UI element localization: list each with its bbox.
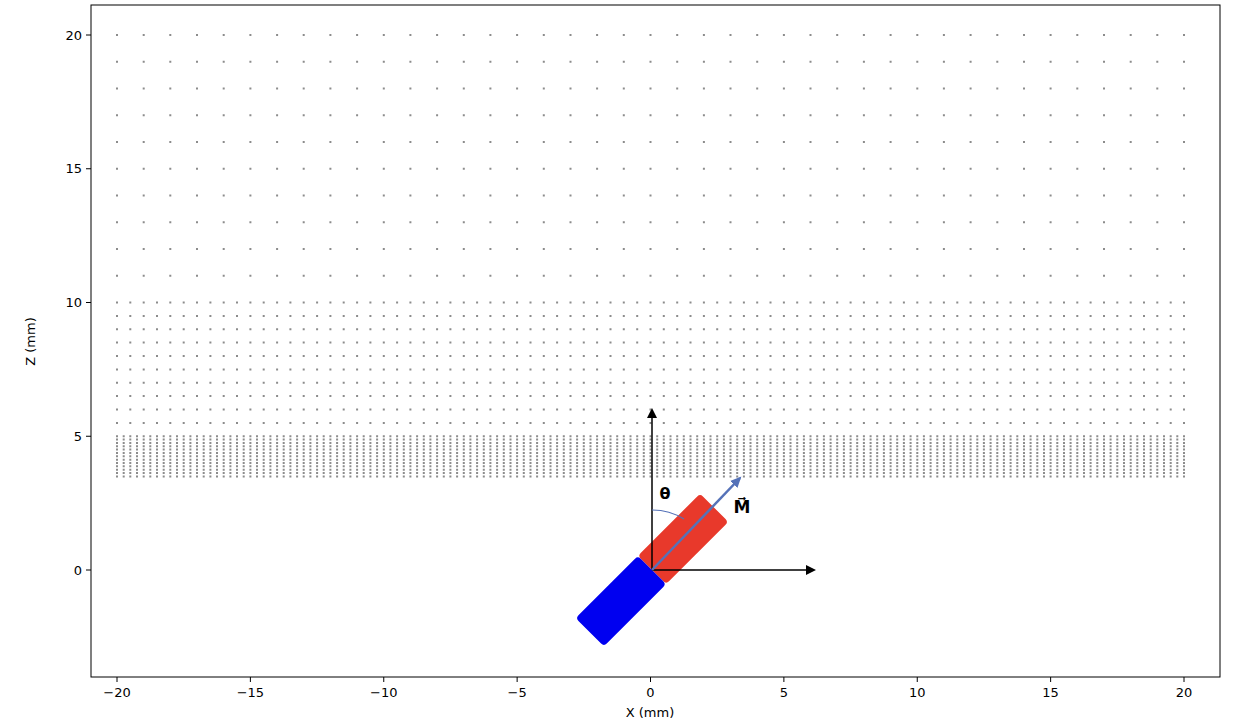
tick-mark (383, 677, 384, 682)
z-tick-label: 20 (65, 29, 82, 42)
z-tick-label: 15 (65, 162, 82, 175)
tick-mark (783, 677, 784, 682)
angle-label: θ (660, 486, 671, 502)
tick-mark (86, 570, 91, 571)
x-axis-arrow (652, 569, 814, 571)
tick-mark (1184, 677, 1185, 682)
axis-ticks (86, 35, 1184, 682)
x-tick-label: 10 (909, 686, 926, 699)
tick-mark (650, 677, 651, 682)
tick-mark (117, 677, 118, 682)
tick-mark (86, 436, 91, 437)
axes-frame (91, 5, 1220, 677)
tick-mark (86, 35, 91, 36)
z-tick-label: 0 (74, 564, 82, 577)
x-tick-label: −20 (103, 686, 130, 699)
x-tick-label: 15 (1042, 686, 1059, 699)
tick-mark (250, 677, 251, 682)
x-tick-label: −5 (508, 686, 527, 699)
z-axis-label: Z (mm) (23, 317, 36, 366)
z-tick-label: 5 (74, 430, 82, 443)
tick-mark (917, 677, 918, 682)
tick-mark (86, 302, 91, 303)
tick-mark (517, 677, 518, 682)
x-tick-label: −15 (237, 686, 264, 699)
magnetization-arrow (652, 478, 740, 570)
z-tick-label: 10 (65, 296, 82, 309)
x-tick-label: −10 (370, 686, 397, 699)
x-tick-label: 0 (646, 686, 654, 699)
grid-points (116, 34, 1185, 477)
x-tick-label: 5 (780, 686, 788, 699)
tick-mark (86, 168, 91, 169)
x-tick-label: 20 (1176, 686, 1193, 699)
vector-label: M⃗ (734, 499, 751, 516)
tick-mark (1050, 677, 1051, 682)
angle-arc (652, 510, 684, 519)
z-axis-arrow (651, 410, 653, 570)
x-axis-label: X (mm) (626, 706, 675, 719)
